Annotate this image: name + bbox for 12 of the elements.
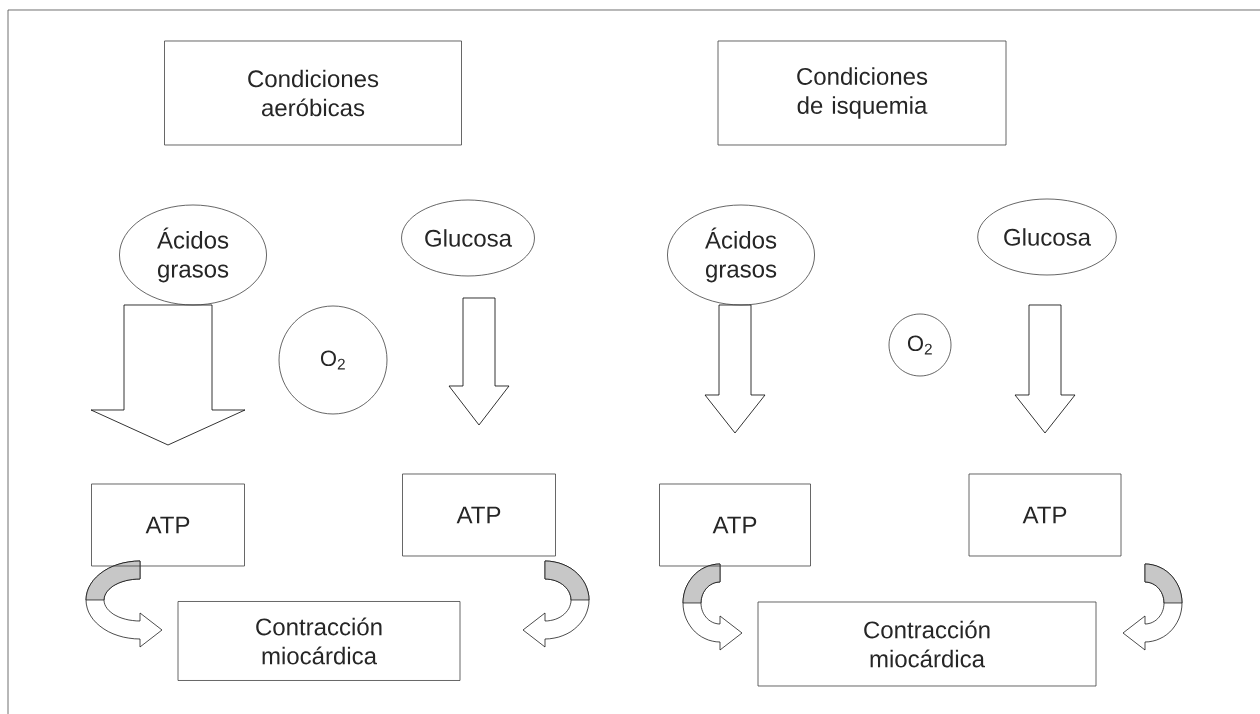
condition-box: Condiciones aeróbicas	[164, 40, 462, 146]
contraction-box: Contracción miocárdica	[177, 601, 461, 681]
atp-box: ATP	[91, 483, 245, 567]
arrow	[448, 297, 510, 426]
arrow	[704, 304, 766, 434]
contraction-box: Contracción miocárdica	[757, 601, 1097, 687]
atp-box: ATP	[659, 483, 811, 567]
arrow	[90, 304, 246, 446]
arrow	[1014, 304, 1076, 434]
atp-box: ATP	[402, 473, 556, 557]
atp-box: ATP	[968, 473, 1122, 557]
condition-box: Condiciones de isquemia	[717, 40, 1007, 146]
